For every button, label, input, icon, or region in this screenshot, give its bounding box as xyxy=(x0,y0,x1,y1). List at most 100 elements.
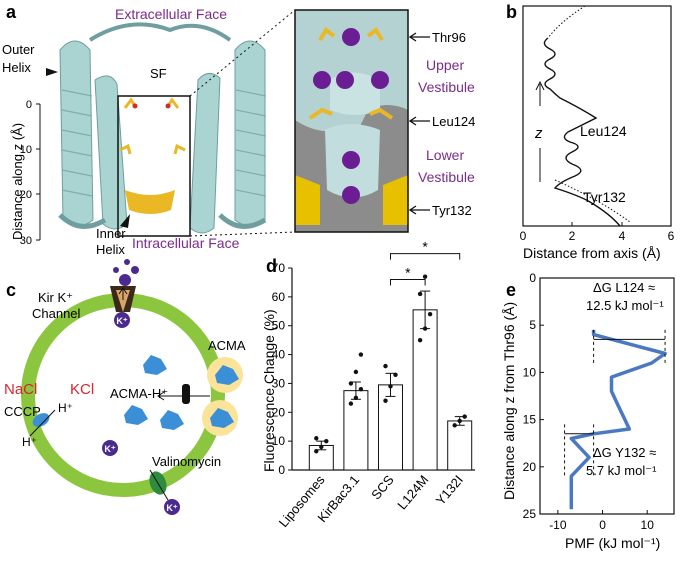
e-ytick-label: 5 xyxy=(529,318,536,332)
d-point xyxy=(324,438,329,444)
selection-box xyxy=(117,95,191,237)
panel-b-xtick-6: 6 xyxy=(668,229,675,243)
side-chains xyxy=(119,97,186,214)
panel-e-ylabel: Distance along z from Thr96 (Å) xyxy=(501,302,517,500)
inner-helix-label-1: Inner xyxy=(96,226,126,241)
k-ion-outside xyxy=(164,499,180,515)
e-ytick-label: 15 xyxy=(523,413,537,427)
cccp-icon xyxy=(32,413,50,427)
leu124-label: Leu124 xyxy=(432,114,475,129)
acma-inside-icon xyxy=(124,355,184,430)
annot1-line2: 12.5 kJ mol⁻¹ xyxy=(586,298,664,313)
k-ion-inside xyxy=(102,440,118,456)
panel-b-xtick-2: 2 xyxy=(569,229,576,243)
panel-b-z-arrowhead xyxy=(535,80,545,91)
d-point xyxy=(417,337,423,343)
panel-b-leu124: Leu124 xyxy=(580,123,627,139)
thr96-arrow xyxy=(408,32,430,42)
d-category-label: L124M xyxy=(394,472,431,512)
d-point xyxy=(383,398,388,403)
outer-helix-label-1: Outer xyxy=(2,42,35,57)
d-point xyxy=(319,444,324,450)
leu124-arrow xyxy=(408,116,430,126)
panel-a-tick-20: 20 xyxy=(20,189,32,201)
h-plus-outside: H⁺ xyxy=(22,435,37,449)
inner-helix-arrow xyxy=(120,214,130,228)
kcl-label: KCl xyxy=(70,381,94,398)
k-ion-top xyxy=(114,312,130,328)
annot2-line2: 5.7 kJ mol⁻¹ xyxy=(586,463,657,478)
outer-helix-arrow xyxy=(46,68,58,76)
sf-label: SF xyxy=(150,66,167,81)
outer-helix-label-2: Helix xyxy=(2,60,31,75)
d-point xyxy=(422,274,428,279)
k-ion-inside-label: K⁺ xyxy=(104,444,115,454)
panel-b-tyr132: Tyr132 xyxy=(583,189,626,205)
panel-a-tick-0: 0 xyxy=(26,99,32,111)
panel-b-xticks xyxy=(522,222,672,226)
thr96-label: Thr96 xyxy=(432,30,466,45)
d-point xyxy=(417,291,423,297)
e-xtick-label: -10 xyxy=(549,518,567,532)
e-pmf-line xyxy=(569,329,667,510)
d-ytick-label: 10 xyxy=(272,434,286,448)
h-plus-inside: H⁺ xyxy=(58,401,73,415)
valinomycin-arrow xyxy=(149,469,169,501)
d-point xyxy=(314,436,319,441)
intracellular-label: Intracellular Face xyxy=(132,235,240,251)
extracellular-label: Extracellular Face xyxy=(115,6,227,22)
d-sig-bracket xyxy=(390,253,461,260)
d-sig-star: * xyxy=(422,239,428,255)
d-point xyxy=(348,401,354,406)
d-ytick-label: 70 xyxy=(272,261,286,275)
d-sig-star: * xyxy=(405,265,411,281)
panel-d-letter: d xyxy=(266,256,277,276)
d-ytick-label: 0 xyxy=(278,463,285,477)
d-bar xyxy=(378,384,403,471)
nacl-label: NaCl xyxy=(4,381,37,398)
panel-b-frame xyxy=(522,5,672,227)
upper-vestibule-1: Upper xyxy=(426,57,464,73)
panel-b-profile-dotted xyxy=(547,5,631,223)
escaping-ions-icon xyxy=(113,259,139,286)
k-ion-top-label: K⁺ xyxy=(116,316,127,326)
panel-e-xlabel: PMF (kJ mol⁻¹) xyxy=(565,535,660,551)
panel-a-tick-10: 10 xyxy=(20,144,32,156)
d-bar xyxy=(412,309,438,471)
upper-vestibule-2: Vestibule xyxy=(418,79,475,95)
panel-a-axis-label: Distance along z (Å) xyxy=(10,123,25,240)
e-xtick-label: 10 xyxy=(641,518,655,532)
d-ytick-label: 30 xyxy=(272,376,286,390)
panel-d-ylabel: Fluorescence Change (%) xyxy=(261,309,277,472)
e-ytick-label: 0 xyxy=(529,271,536,285)
protein-cartoon xyxy=(58,22,267,234)
d-point xyxy=(388,384,393,389)
kir-label-1: Kir K⁺ xyxy=(38,290,73,305)
tyr132-label: Tyr132 xyxy=(432,203,472,218)
tyr132-arrow xyxy=(408,205,430,215)
kir-arrow xyxy=(118,287,128,300)
inset-image xyxy=(294,9,409,233)
panel-a-letter: a xyxy=(6,2,17,22)
lower-vestibule-2: Vestibule xyxy=(418,169,475,185)
acma-label: ACMA xyxy=(208,338,246,353)
acma-molecules-icon xyxy=(202,357,243,436)
panel-b-xtick-0: 0 xyxy=(520,229,527,243)
d-point xyxy=(353,369,359,375)
acma-h-label: ACMA-H⁺ xyxy=(110,386,168,401)
cccp-label: CCCP xyxy=(4,404,41,419)
annot2-line1: ΔG Y132 ≈ xyxy=(593,445,656,460)
panel-a-ticks xyxy=(36,103,40,241)
e-ytick-label: 20 xyxy=(523,460,537,474)
annot1-line1: ΔG L124 ≈ xyxy=(593,280,655,295)
d-bar xyxy=(343,390,369,471)
d-sig-bracket xyxy=(390,279,426,286)
panel-c-letter: c xyxy=(6,280,16,300)
d-ytick-label: 50 xyxy=(272,319,286,333)
inner-helix-label-2: Helix xyxy=(96,242,125,257)
d-ytick-label: 40 xyxy=(272,348,286,362)
cccp-arrow xyxy=(29,409,56,437)
